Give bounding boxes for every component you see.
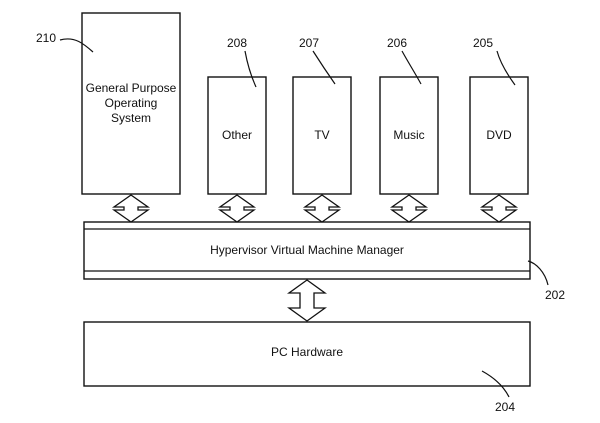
music-label: Music <box>393 128 424 142</box>
gpos-label-line1: General Purpose <box>86 81 177 95</box>
gpos-box <box>81 12 181 195</box>
gpos-label-line3: System <box>111 111 151 125</box>
gpos-hypervisor-arrow <box>111 194 151 223</box>
ref-hypervisor: 202 <box>545 288 565 302</box>
other-label: Other <box>222 128 252 142</box>
dvd-label: DVD <box>486 128 512 142</box>
gpos-label-line2: Operating <box>105 96 158 110</box>
ref-hardware: 204 <box>495 400 515 414</box>
leader-music <box>401 50 422 85</box>
music-box <box>379 76 439 195</box>
ref-gpos: 210 <box>36 31 56 45</box>
dvd-block: DVD <box>469 76 529 195</box>
hypervisor-box <box>83 221 531 280</box>
tv-hypervisor-arrow <box>302 194 342 223</box>
ref-other: 208 <box>227 36 247 50</box>
leader-gpos <box>59 38 94 53</box>
leader-tv <box>312 50 336 85</box>
leader-dvd <box>496 50 516 86</box>
leader-hardware <box>481 370 510 398</box>
leader-other <box>244 50 257 88</box>
tv-label: TV <box>314 128 329 142</box>
hypervisor-hardware-arrow <box>286 279 328 322</box>
other-box <box>207 76 267 195</box>
hardware-label: PC Hardware <box>271 345 343 359</box>
music-block: Music <box>379 76 439 195</box>
ref-music: 206 <box>387 36 407 50</box>
hardware-box <box>83 321 531 387</box>
other-hypervisor-arrow <box>217 194 257 223</box>
dvd-hypervisor-arrow <box>479 194 519 223</box>
gpos-block: General Purpose Operating System <box>81 12 181 195</box>
other-block: Other <box>207 76 267 195</box>
ref-dvd: 205 <box>473 36 493 50</box>
tv-box <box>292 76 352 195</box>
hypervisor-label: Hypervisor Virtual Machine Manager <box>210 243 404 257</box>
hypervisor-block: Hypervisor Virtual Machine Manager <box>83 221 531 280</box>
tv-block: TV <box>292 76 352 195</box>
leader-hypervisor <box>527 260 549 286</box>
music-hypervisor-arrow <box>389 194 429 223</box>
ref-tv: 207 <box>299 36 319 50</box>
dvd-box <box>469 76 529 195</box>
hardware-block: PC Hardware <box>83 321 531 387</box>
